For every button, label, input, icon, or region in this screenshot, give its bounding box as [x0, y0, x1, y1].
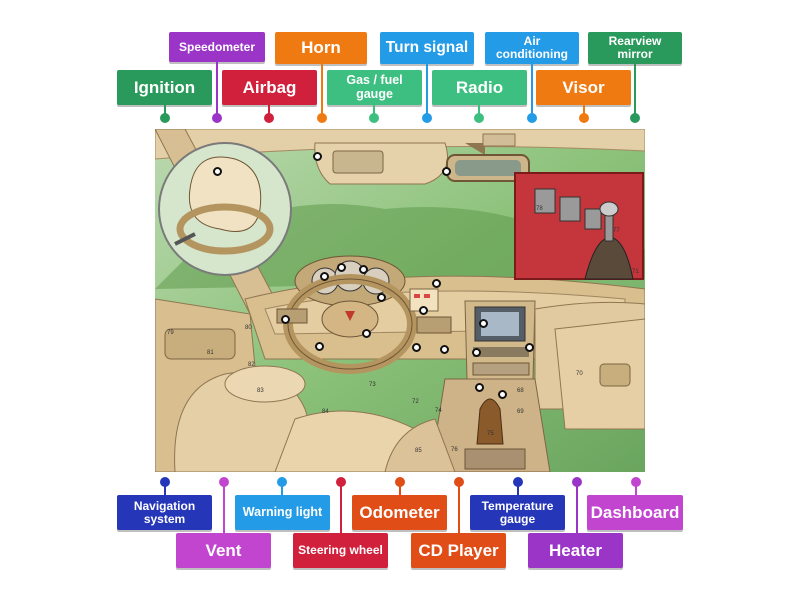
connector-dot	[212, 113, 222, 123]
label-cd-player[interactable]: CD Player	[411, 533, 506, 568]
picture-number: 83	[257, 388, 264, 394]
connector-line	[164, 480, 166, 496]
connector-line	[458, 480, 460, 534]
label-odometer[interactable]: Odometer	[352, 495, 447, 530]
connector-dot	[527, 113, 537, 123]
label-speedometer[interactable]: Speedometer	[169, 32, 265, 62]
picture-number: 70	[576, 371, 583, 377]
connector-line	[399, 480, 401, 496]
marker-cd-player[interactable]	[475, 383, 484, 392]
connector-dot	[369, 113, 379, 123]
connector-line	[634, 64, 636, 118]
picture-number: 82	[248, 362, 255, 368]
picture-number: 71	[632, 269, 639, 275]
connector-line	[281, 480, 283, 496]
label-temperature-gauge[interactable]: Temperature gauge	[470, 495, 565, 530]
connector-dot	[317, 113, 327, 123]
marker-speedometer[interactable]	[337, 263, 346, 272]
connector-line	[576, 480, 578, 534]
picture-number: 73	[369, 382, 376, 388]
label-visor[interactable]: Visor	[536, 70, 631, 105]
connector-dot	[630, 113, 640, 123]
picture-number: 69	[517, 409, 524, 415]
picture-number: 76	[451, 447, 458, 453]
label-heater[interactable]: Heater	[528, 533, 623, 568]
connector-line	[517, 480, 519, 496]
connector-line	[223, 480, 225, 534]
label-radio[interactable]: Radio	[432, 70, 527, 105]
label-horn[interactable]: Horn	[275, 32, 367, 64]
marker-turn-signal[interactable]	[281, 315, 290, 324]
label-dashboard[interactable]: Dashboard	[587, 495, 683, 530]
marker-gauge[interactable]	[320, 272, 329, 281]
label-warning-light[interactable]: Warning light	[235, 495, 330, 530]
picture-number: 68	[517, 388, 524, 394]
picture-number: 85	[415, 448, 422, 454]
picture-number: 81	[207, 350, 214, 356]
label-rearview-mirror[interactable]: Rearview mirror	[588, 32, 682, 64]
label-air-conditioning[interactable]: Air conditioning	[485, 32, 579, 64]
connector-dot	[474, 113, 484, 123]
label-steering-wheel[interactable]: Steering wheel	[293, 533, 388, 568]
connector-line	[426, 64, 428, 118]
picture-number: 78	[536, 206, 543, 212]
picture-number: 80	[245, 325, 252, 331]
label-gas-fuel-gauge[interactable]: Gas / fuel gauge	[327, 70, 422, 105]
marker-radio[interactable]	[472, 348, 481, 357]
connector-dot	[422, 113, 432, 123]
car-interior-illustration: 79 80 81 82 83 84 85 73 72 74 75 76 70 7…	[155, 129, 645, 472]
marker-visor[interactable]	[313, 152, 322, 161]
picture-number: 79	[167, 330, 174, 336]
marker-ignition[interactable]	[412, 343, 421, 352]
marker-warning-light[interactable]	[432, 279, 441, 288]
marker-dashboard[interactable]	[440, 345, 449, 354]
picture-number: 75	[487, 431, 494, 437]
picture-number: 72	[412, 399, 419, 405]
marker-air-conditioning[interactable]	[525, 343, 534, 352]
connector-line	[321, 64, 323, 118]
picture-number: 77	[613, 228, 620, 234]
label-ignition[interactable]: Ignition	[117, 70, 212, 105]
marker-horn[interactable]	[362, 329, 371, 338]
connector-dot	[579, 113, 589, 123]
marker-navigation-system[interactable]	[479, 319, 488, 328]
connector-line	[340, 480, 342, 534]
marker-airbag[interactable]	[213, 167, 222, 176]
marker-vent[interactable]	[419, 306, 428, 315]
label-airbag[interactable]: Airbag	[222, 70, 317, 105]
connector-dot	[160, 113, 170, 123]
marker-rearview-mirror[interactable]	[442, 167, 451, 176]
marker-gauge[interactable]	[359, 265, 368, 274]
marker-heater[interactable]	[498, 390, 507, 399]
marker-steering-wheel[interactable]	[315, 342, 324, 351]
connector-line	[531, 64, 533, 118]
label-navigation-system[interactable]: Navigation system	[117, 495, 212, 530]
connector-dot	[264, 113, 274, 123]
label-vent[interactable]: Vent	[176, 533, 271, 568]
label-turn-signal[interactable]: Turn signal	[380, 32, 474, 64]
marker-odometer[interactable]	[377, 293, 386, 302]
connector-line	[635, 480, 637, 496]
picture-number: 84	[322, 409, 329, 415]
connector-line	[216, 62, 218, 118]
picture-number: 74	[435, 408, 442, 414]
